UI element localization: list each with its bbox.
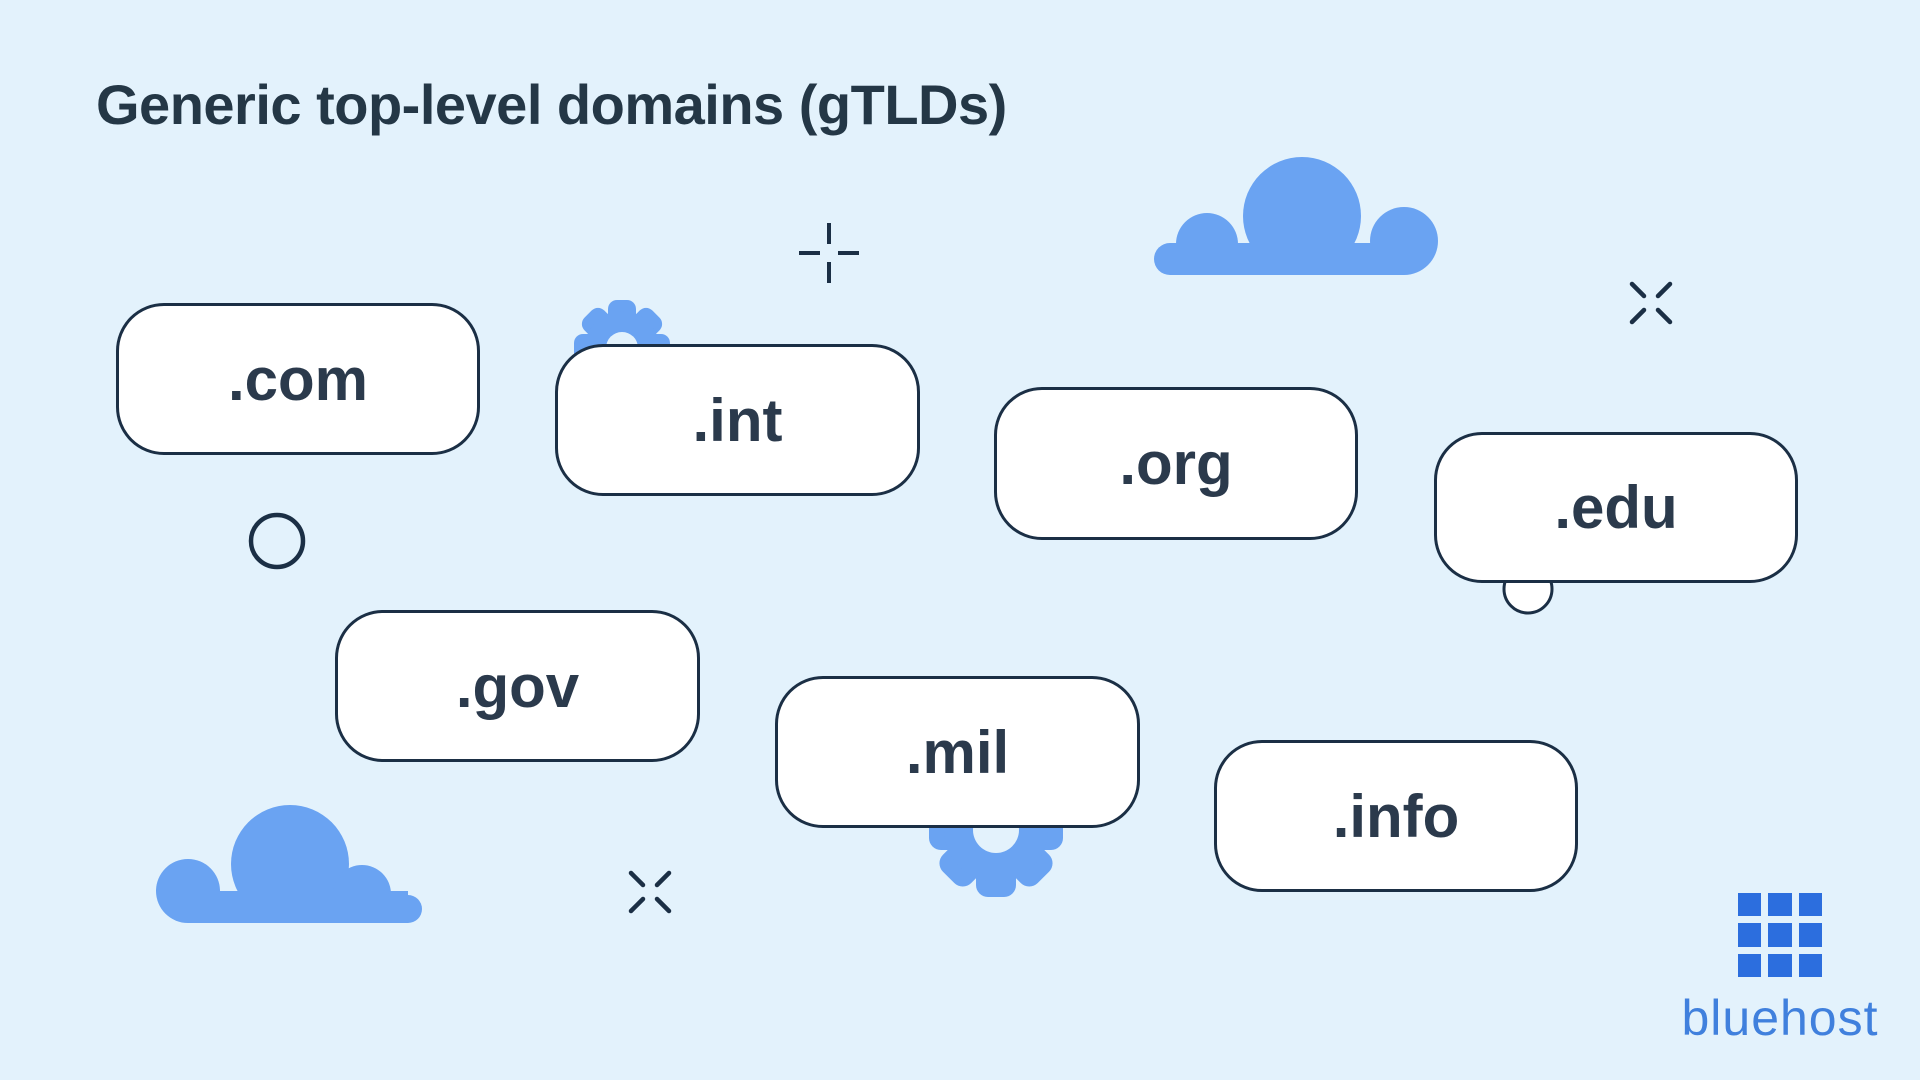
x-sparkle-icon <box>1629 281 1673 325</box>
pill-info: .info <box>1214 740 1578 892</box>
pill-label: .org <box>1119 430 1233 497</box>
pill-label: .edu <box>1554 474 1678 541</box>
cloud-icon <box>156 805 422 923</box>
cloud-icon <box>1154 157 1438 275</box>
x-sparkle-icon <box>628 870 672 914</box>
pill-com: .com <box>116 303 480 455</box>
pill-org: .org <box>994 387 1358 540</box>
pill-gov: .gov <box>335 610 700 762</box>
pill-label: .info <box>1332 782 1460 850</box>
pill-mil: .mil <box>775 676 1140 828</box>
bluehost-grid-icon <box>1738 893 1822 977</box>
pill-label: .com <box>227 345 369 413</box>
pill-edu: .edu <box>1434 432 1798 583</box>
pill-label: .gov <box>455 652 580 720</box>
plus-sparkle-icon <box>799 223 859 283</box>
bluehost-logo: bluehost <box>1660 893 1900 1053</box>
bluehost-wordmark: bluehost <box>1681 990 1879 1046</box>
circle-icon <box>248 512 306 570</box>
pill-label: .mil <box>905 718 1010 786</box>
pill-int: .int <box>555 344 920 496</box>
pill-label: .int <box>692 386 783 454</box>
page-title: Generic top-level domains (gTLDs) <box>96 73 1007 136</box>
